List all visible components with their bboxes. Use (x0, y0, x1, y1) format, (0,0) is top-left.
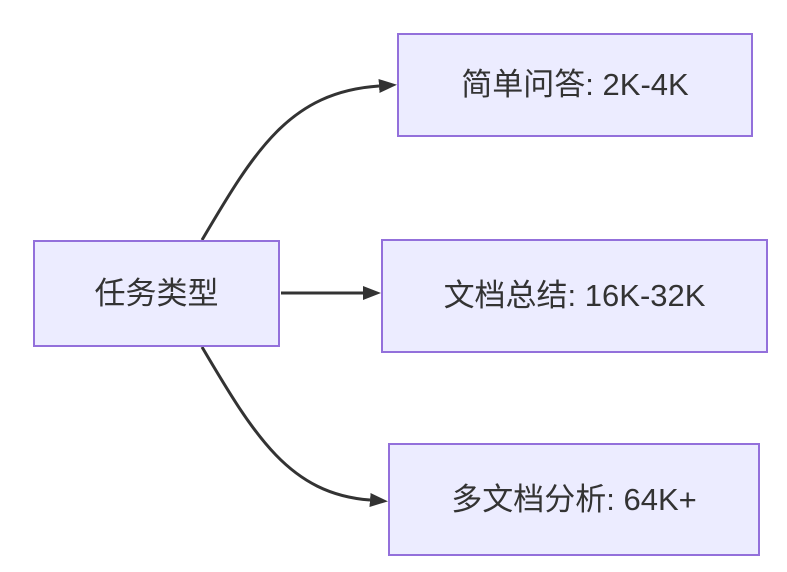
edge-root-to-multidoc-analysis (200, 346, 388, 507)
edge-root-to-simple-qa (200, 79, 397, 241)
node-doc-summary: 文档总结: 16K-32K (381, 239, 768, 353)
node-multidoc-analysis: 多文档分析: 64K+ (388, 443, 760, 556)
node-task-type: 任务类型 (33, 240, 280, 347)
node-simple-qa: 简单问答: 2K-4K (397, 33, 753, 137)
